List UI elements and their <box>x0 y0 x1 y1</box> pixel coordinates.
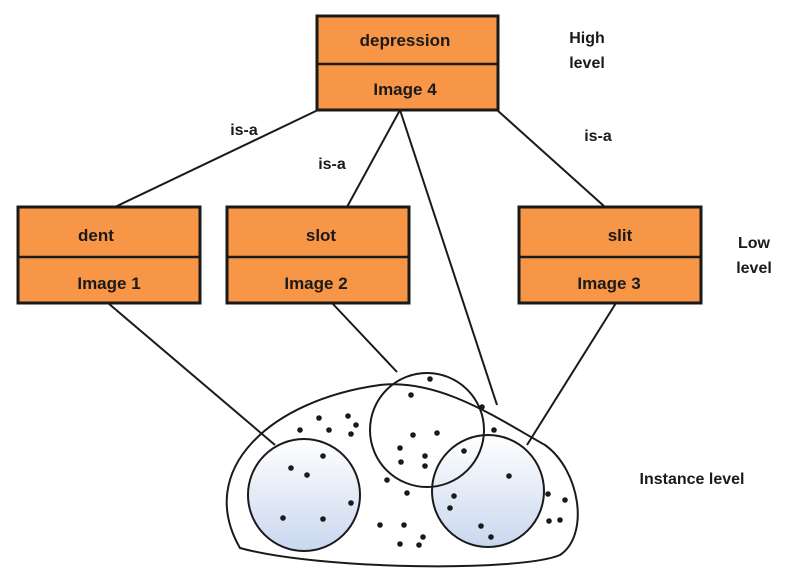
line-depression-slot <box>346 109 401 208</box>
line-slot-instance <box>331 302 398 373</box>
concept-image-dent: Image 1 <box>77 274 140 293</box>
level-label-low-line1: Low <box>738 235 771 252</box>
concept-name-slot: slot <box>306 226 337 245</box>
concept-box-dent: dent Image 1 <box>16 205 202 305</box>
line-slit-instance <box>526 302 617 446</box>
level-label-high-line2: level <box>569 55 605 72</box>
connector-lines <box>107 109 617 446</box>
instance-dots <box>280 376 568 548</box>
concept-image-slot: Image 2 <box>284 274 347 293</box>
concept-name-depression: depression <box>360 31 451 50</box>
relation-label-slit: is-a <box>584 128 612 145</box>
relation-label-slot: is-a <box>318 156 346 173</box>
line-depression-instance <box>399 109 498 406</box>
concept-name-dent: dent <box>78 226 114 245</box>
concept-box-slot: slot Image 2 <box>225 205 411 305</box>
line-depression-slit <box>496 109 606 208</box>
concept-box-slit: slit Image 3 <box>517 205 703 305</box>
relation-label-dent: is-a <box>230 122 258 139</box>
concept-image-depression: Image 4 <box>373 80 437 99</box>
instance-circle-slit <box>431 434 545 548</box>
instance-circle-dent <box>247 438 361 552</box>
concept-box-depression: depression Image 4 <box>315 14 500 112</box>
level-label-low-line2: level <box>736 260 772 277</box>
concept-name-slit: slit <box>608 226 633 245</box>
concept-image-slit: Image 3 <box>577 274 640 293</box>
line-dent-instance <box>107 302 276 446</box>
instance-blob <box>225 383 579 568</box>
level-label-instance: Instance level <box>640 471 745 488</box>
level-label-high-line1: High <box>569 30 605 47</box>
instance-circle-slot <box>369 372 485 488</box>
line-depression-dent <box>114 109 319 208</box>
